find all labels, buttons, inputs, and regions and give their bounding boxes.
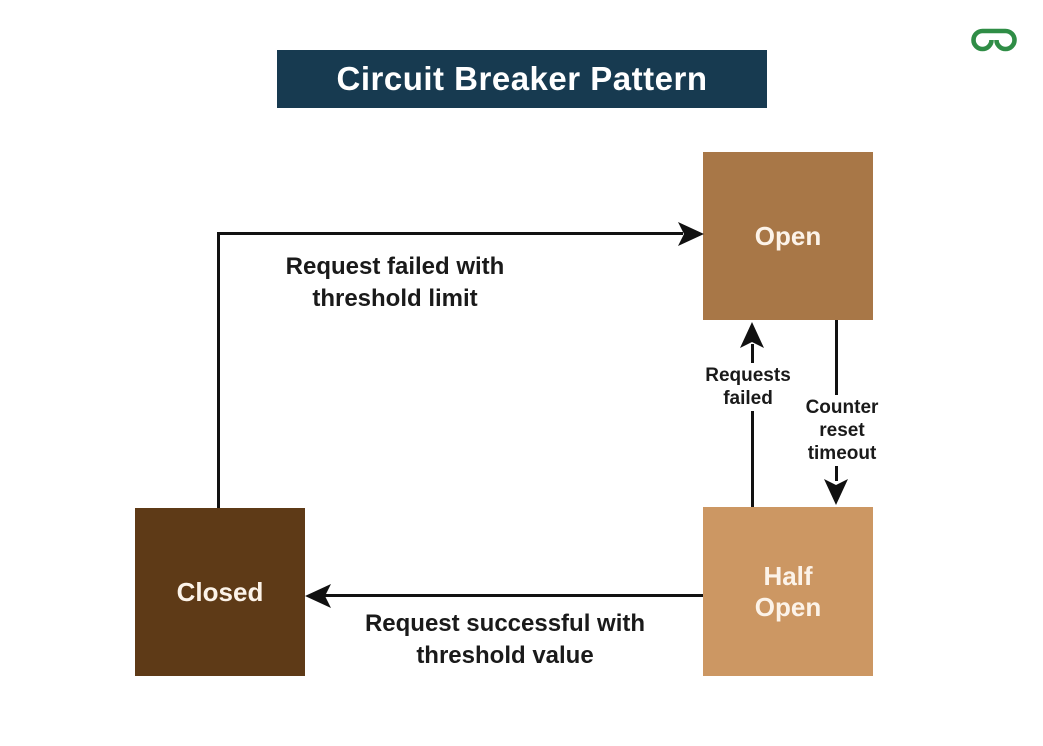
closed-to-open-arrow-vertical-line — [217, 233, 220, 508]
closed-to-open-label-line2: threshold limit — [312, 285, 478, 312]
geeksforgeeks-logo-icon — [971, 28, 1017, 52]
state-box-open: Open — [703, 152, 873, 320]
closed-to-open-arrow-horizontal-line — [217, 232, 683, 235]
half-open-to-closed-label: Request successful with threshold value — [337, 608, 673, 672]
page-title: Circuit Breaker Pattern — [336, 60, 708, 97]
state-label-closed: Closed — [176, 576, 264, 607]
half-open-to-closed-arrow-line — [325, 594, 703, 597]
open-to-half-open-label-line3: timeout — [807, 443, 877, 464]
state-box-half-open: Half Open — [703, 507, 873, 676]
open-to-half-open-arrowhead-icon — [824, 479, 848, 505]
title-banner: Circuit Breaker Pattern — [277, 50, 767, 108]
half-open-to-closed-label-line2: threshold value — [416, 642, 594, 669]
state-label-half-open-line1: Half — [763, 560, 813, 591]
half-open-to-closed-label-line1: Request successful with — [364, 610, 646, 637]
closed-to-open-label-line1: Request failed with — [285, 253, 505, 280]
open-to-half-open-label-line2: reset — [819, 420, 865, 441]
half-open-to-closed-arrowhead-icon — [305, 584, 331, 608]
half-open-to-open-arrow-line — [751, 344, 754, 507]
half-open-to-open-label-line2: failed — [723, 388, 773, 409]
half-open-to-open-label-line1: Requests — [705, 365, 791, 386]
state-label-open: Open — [754, 220, 822, 251]
state-box-closed: Closed — [135, 508, 305, 676]
half-open-to-open-arrowhead-icon — [740, 322, 764, 348]
closed-to-open-label: Request failed with threshold limit — [227, 251, 563, 315]
state-label-half-open-line2: Open — [754, 591, 822, 622]
closed-to-open-arrowhead-icon — [678, 222, 704, 246]
open-to-half-open-label: Counter reset timeout — [782, 395, 902, 466]
open-to-half-open-label-line1: Counter — [805, 397, 879, 418]
